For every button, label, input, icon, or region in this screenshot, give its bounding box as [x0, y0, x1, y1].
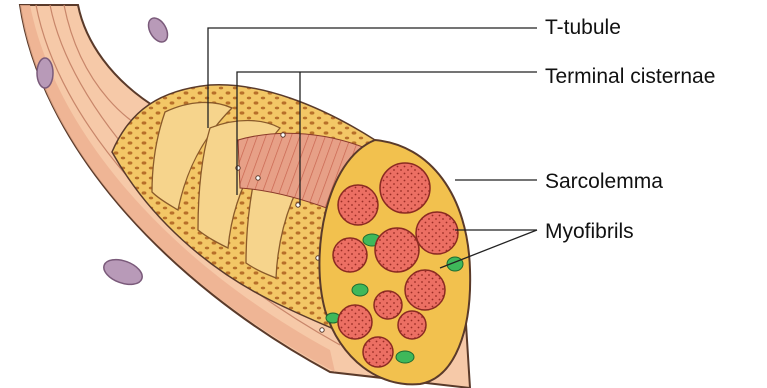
label-sarcolemma: Sarcolemma	[545, 171, 663, 192]
myofibril	[375, 228, 419, 272]
myofibril	[338, 185, 378, 225]
myofibril	[380, 163, 430, 213]
myofibril	[398, 311, 426, 339]
myofibril	[333, 238, 367, 272]
nucleus	[100, 255, 145, 289]
label-t-tubule: T-tubule	[545, 17, 621, 38]
myofibril	[416, 212, 458, 254]
myofibril	[405, 270, 445, 310]
label-terminal-cisternae: Terminal cisternae	[545, 66, 715, 87]
nucleus	[145, 15, 172, 46]
mitochondrion	[352, 284, 368, 296]
myofibril	[374, 291, 402, 319]
myofibril	[363, 337, 393, 367]
mitochondrion	[396, 351, 414, 363]
myofibril	[338, 305, 372, 339]
nucleus	[37, 58, 53, 88]
label-myofibrils: Myofibrils	[545, 221, 634, 242]
